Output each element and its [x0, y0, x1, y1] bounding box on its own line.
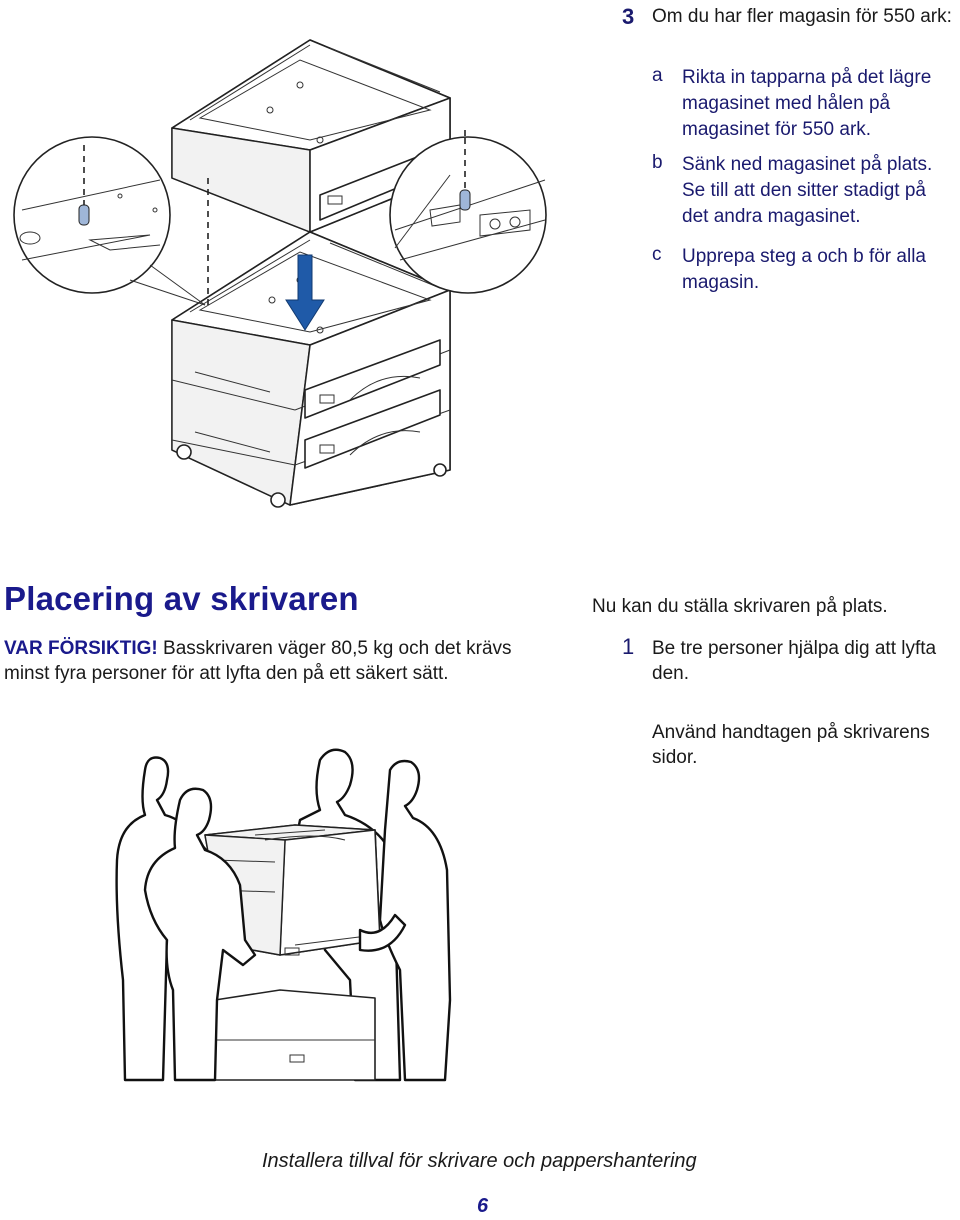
substep-letter: b [652, 152, 663, 173]
step-number: 1 [622, 634, 635, 659]
step-text: Om du har fler magasin för 550 ark: [652, 6, 952, 27]
footer-title: Installera tillval för skrivare och papp… [262, 1150, 697, 1172]
substep-text: Rikta in tapparna på det lägre magasinet… [682, 67, 932, 140]
intro-text: Nu kan du ställa skrivaren på plats. [592, 596, 888, 617]
step-text: Be tre personer hjälpa dig att lyfta den… [652, 638, 937, 684]
section-heading: Placering av skrivaren [4, 580, 359, 617]
substep-text: Upprepa steg a och b för alla magasin. [682, 246, 926, 293]
substep-letter: c [652, 244, 662, 265]
substep-text: Sänk ned magasinet på plats. Se till att… [682, 154, 933, 227]
drawer-stacking-illustration [13, 39, 547, 508]
printer-lifting-illustration [115, 748, 452, 1082]
caution-text: Basskrivaren väger 80,5 kg och det krävs… [4, 638, 512, 684]
page-number: 6 [477, 1195, 489, 1217]
substep-letter: a [652, 65, 663, 86]
step-number: 3 [622, 4, 635, 29]
down-arrow [285, 254, 325, 331]
note-text: Använd handtagen på skrivarens sidor. [652, 722, 930, 768]
caution-paragraph: VAR FÖRSIKTIG! Basskrivaren väger 80,5 k… [4, 636, 534, 686]
caution-label: VAR FÖRSIKTIG! [4, 638, 158, 659]
